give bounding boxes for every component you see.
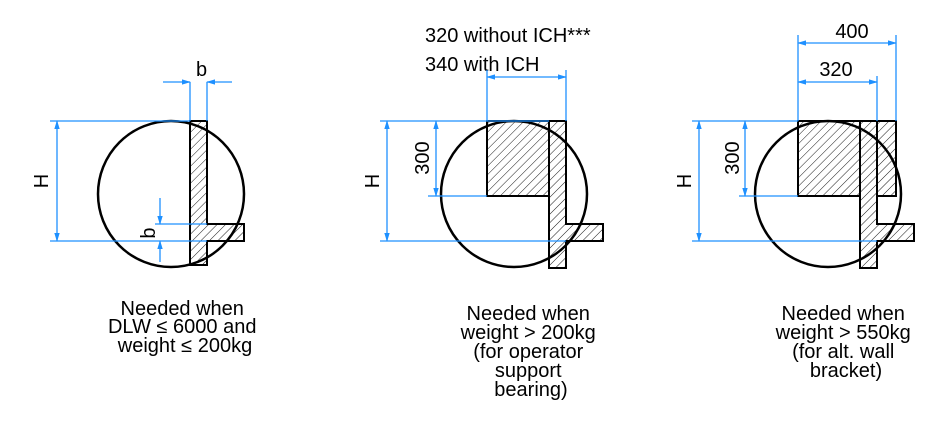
- panel-2: 320 without ICH*** 340 with ICH H 300 Ne…: [362, 25, 604, 401]
- dim-b-top-label: b: [196, 59, 207, 81]
- support-bearing-block: [486, 120, 550, 197]
- caption-2: Needed when weight > 200kg (for operator…: [460, 303, 602, 401]
- dim-H-label: H: [31, 174, 53, 188]
- wall-bracket-block: [876, 120, 897, 197]
- dim-b-side-label: b: [138, 227, 160, 238]
- dim-300-label: 300: [412, 141, 434, 174]
- rail-profile: [189, 120, 245, 266]
- wall-circle: [96, 119, 246, 269]
- caption-3: Needed when weight > 550kg (for alt. wal…: [775, 303, 917, 382]
- dim-H-label: H: [362, 174, 384, 188]
- panel-3: 400 320 H 300 Needed when weight > 550kg…: [674, 21, 917, 382]
- note-line-2: 340 with ICH: [425, 54, 540, 76]
- panel-1: b H b Needed when DLW ≤ 6000 and weight …: [31, 59, 262, 357]
- dim-300-label: 300: [722, 141, 744, 174]
- caption-1: Needed when DLW ≤ 6000 and weight ≤ 200k…: [108, 298, 262, 357]
- note-line-1: 320 without ICH***: [425, 25, 591, 47]
- dim-320-label: 320: [819, 59, 852, 81]
- support-bearing-block: [797, 120, 861, 197]
- rail-profile: [548, 120, 604, 269]
- dim-H-label: H: [674, 174, 696, 188]
- dim-400-label: 400: [835, 21, 868, 43]
